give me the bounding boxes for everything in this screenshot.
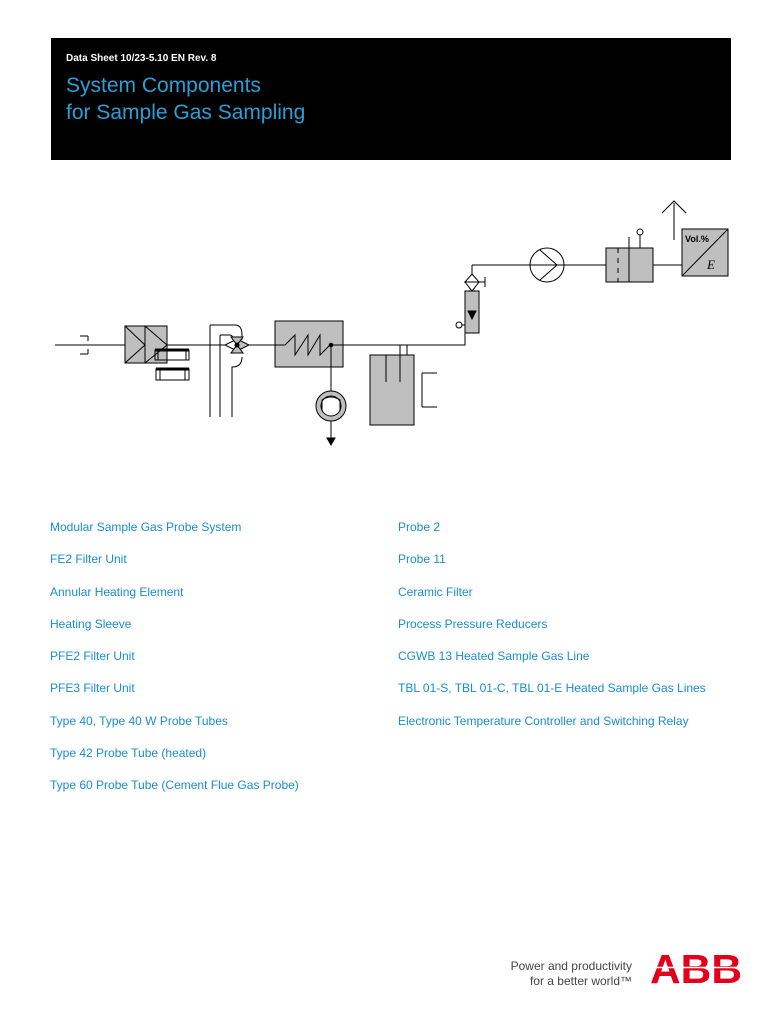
component-links-right: Probe 2 Probe 11 Ceramic Filter Process …: [398, 519, 706, 745]
link-probe-11[interactable]: Probe 11: [398, 552, 446, 567]
condensate-pump: [315, 390, 347, 447]
gas-sampling-system-diagram: Vol.% E: [55, 200, 729, 447]
link-cgwb-13-heated-sample-gas-line[interactable]: CGWB 13 Heated Sample Gas Line: [398, 649, 590, 664]
gas-analyzer: [681, 228, 729, 277]
flowmeter: [455, 264, 530, 334]
link-type-60-probe-tube[interactable]: Type 60 Probe Tube (Cement Flue Gas Prob…: [50, 778, 299, 793]
fine-filter: [605, 228, 682, 283]
link-probe-2[interactable]: Probe 2: [398, 520, 441, 534]
title-line-1: System Components: [66, 74, 261, 97]
header-banner: Data Sheet 10/23-5.10 EN Rev. 8 System C…: [51, 38, 731, 160]
probe-inlet-symbol: [55, 335, 125, 355]
link-pfe3-filter-unit[interactable]: PFE3 Filter Unit: [50, 681, 135, 696]
tagline-line-2: for a better world™: [529, 974, 632, 988]
title-line-2: for Sample Gas Sampling: [66, 101, 306, 124]
document-id: Data Sheet 10/23-5.10 EN Rev. 8: [66, 53, 217, 64]
link-heating-sleeve[interactable]: Heating Sleeve: [50, 616, 132, 631]
link-electronic-temperature-controller[interactable]: Electronic Temperature Controller and Sw…: [398, 713, 689, 728]
link-modular-sample-gas-probe-system[interactable]: Modular Sample Gas Probe System: [50, 520, 242, 534]
link-fe2-filter-unit[interactable]: FE2 Filter Unit: [50, 552, 127, 567]
analyzer-symbol: E: [706, 257, 715, 272]
sample-gas-cooler: [274, 320, 344, 391]
link-annular-heating-element[interactable]: Annular Heating Element: [50, 584, 184, 599]
abb-logo: ABB: [650, 950, 744, 986]
exhaust-arrow: [661, 200, 687, 240]
heating-element-2: [154, 348, 190, 361]
heated-sleeve: [209, 324, 275, 417]
selector-valve: [223, 336, 251, 354]
link-ceramic-filter[interactable]: Ceramic Filter: [398, 584, 473, 599]
condensate-vessel: [369, 345, 437, 426]
component-links-left: Modular Sample Gas Probe System FE2 Filt…: [50, 519, 299, 810]
heating-element-1: [155, 367, 190, 381]
link-type-42-probe-tube[interactable]: Type 42 Probe Tube (heated): [50, 746, 207, 761]
page-title: System Components for Sample Gas Samplin…: [66, 72, 305, 126]
tagline-line-1: Power and productivity: [510, 959, 632, 973]
link-process-pressure-reducers[interactable]: Process Pressure Reducers: [398, 616, 548, 631]
footer-tagline: Power and productivity for a better worl…: [470, 959, 632, 989]
link-type-40-probe-tubes[interactable]: Type 40, Type 40 W Probe Tubes: [50, 713, 228, 728]
probe-filter-unit: [124, 325, 215, 364]
link-pfe2-filter-unit[interactable]: PFE2 Filter Unit: [50, 649, 135, 664]
link-tbl-01-heated-sample-gas-lines[interactable]: TBL 01-S, TBL 01-C, TBL 01-E Heated Samp…: [398, 681, 706, 696]
analyzer-label: Vol.%: [685, 234, 709, 244]
sample-gas-pump: [529, 247, 606, 283]
